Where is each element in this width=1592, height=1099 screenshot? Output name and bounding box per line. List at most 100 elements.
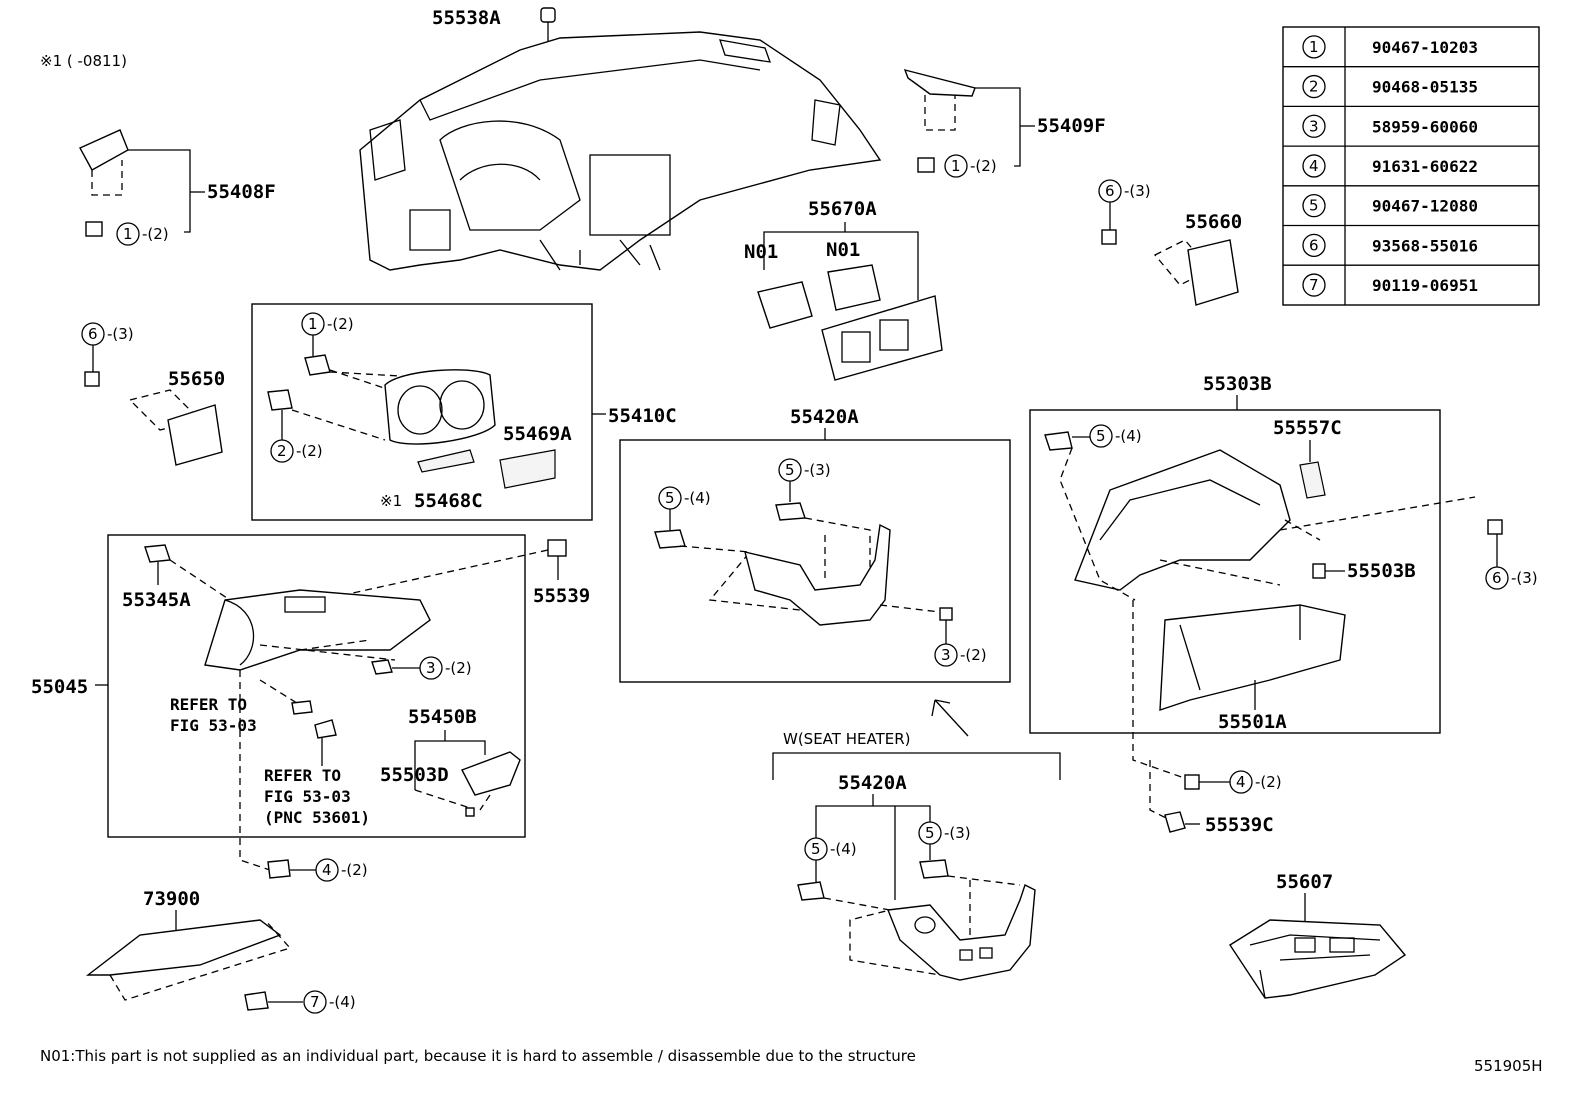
callout-55408F-qty: -(2)	[142, 225, 169, 243]
callout-55420A-c-qty: -(2)	[960, 646, 987, 664]
vent-N01-right	[827, 264, 881, 311]
callout-seat-b-qty: -(3)	[944, 824, 971, 842]
lower-panel-55045	[204, 589, 431, 671]
callout-55303B-b-qty: -(3)	[1511, 569, 1538, 587]
screw-55303B-right	[1487, 519, 1503, 535]
callout-55650-num: 6	[88, 325, 98, 343]
label-55650: 55650	[168, 368, 225, 390]
label-55607: 55607	[1276, 871, 1333, 893]
dashboard-illustration	[359, 31, 882, 271]
callout-55650-qty: -(3)	[107, 325, 134, 343]
parts-table-key: 1	[1309, 38, 1319, 56]
bracket-73900	[85, 919, 282, 976]
parts-table-key-circle	[1302, 273, 1326, 297]
parts-table-key: 4	[1309, 157, 1319, 175]
parts-table-key: 2	[1309, 78, 1319, 96]
label-55501A: 55501A	[1218, 711, 1287, 733]
callout-seat-a-num: 5	[811, 840, 821, 858]
callout-55420A-b-num: 5	[785, 461, 795, 479]
clip-seat-b	[919, 859, 949, 879]
screw-55660	[1101, 229, 1117, 245]
part-55450B	[461, 751, 521, 796]
clip-seat-a	[797, 881, 825, 901]
callout-55410C-2-qty: -(2)	[296, 442, 323, 460]
parts-table-key: 3	[1309, 117, 1319, 135]
part-55469A	[499, 449, 556, 489]
group-55420A	[619, 439, 1011, 683]
footer-note: N01:This part is not supplied as an indi…	[40, 1047, 916, 1065]
callout-55303B-a-num: 5	[1096, 427, 1106, 445]
refer-b-line2: FIG 53-03	[264, 787, 351, 806]
refer-b-line1: REFER TO	[264, 766, 341, 785]
lower-panel-55420A-seat-heater	[887, 884, 1036, 981]
callout-55410C-1-qty: -(2)	[327, 315, 354, 333]
callout-55410C-1-num: 1	[308, 315, 318, 333]
callout-4-right-qty: -(2)	[1255, 773, 1282, 791]
vent-55650	[167, 404, 223, 466]
label-55503D: 55503D	[380, 764, 449, 786]
callout-55409F-qty: -(2)	[970, 157, 997, 175]
group-55045	[107, 534, 526, 838]
label-55420A: 55420A	[790, 406, 859, 428]
parts-table-key: 6	[1309, 236, 1319, 254]
parts-table-part-number: 90119-06951	[1372, 276, 1478, 295]
clip-55420A-a	[654, 529, 686, 549]
parts-table-part-number: 58959-60060	[1372, 117, 1478, 136]
label-55503B: 55503B	[1347, 560, 1416, 582]
lower-panel-55420A	[744, 523, 891, 626]
callout-4-left-qty: -(2)	[341, 861, 368, 879]
parts-table-part-number: 90467-12080	[1372, 197, 1478, 216]
clip-55408F	[85, 221, 103, 237]
part-55409F-cap	[903, 68, 976, 97]
refer-b-line3: (PNC 53601)	[264, 808, 370, 827]
callout-73900-num: 7	[310, 993, 320, 1011]
clip-55420A-c	[939, 607, 953, 621]
seat-heater-label: W(SEAT HEATER)	[783, 730, 910, 748]
label-55538A: 55538A	[432, 7, 501, 29]
clip-55539	[547, 539, 567, 557]
screw-4-left	[267, 859, 291, 879]
callout-55660-num: 6	[1105, 182, 1115, 200]
callout-55420A-a-num: 5	[665, 489, 675, 507]
parts-table-part-number: 91631-60622	[1372, 157, 1478, 176]
label-55450B: 55450B	[408, 706, 477, 728]
parts-table-key: 5	[1309, 197, 1319, 215]
part-55408F-cap	[79, 129, 129, 171]
part-refer-a	[291, 700, 313, 715]
label-55539C: 55539C	[1205, 814, 1274, 836]
vent-bezel-55670A	[821, 295, 943, 381]
clip-55303B	[1044, 431, 1073, 451]
part-55607	[1229, 919, 1407, 999]
callout-73900-qty: -(4)	[329, 993, 356, 1011]
refer-a-line1: REFER TO	[170, 695, 247, 714]
label-73900: 73900	[143, 888, 200, 910]
callout-55409F-num: 1	[951, 157, 961, 175]
parts-table-key-circle	[1302, 233, 1326, 258]
label-55670A: 55670A	[808, 198, 877, 220]
callout-seat-b-num: 5	[925, 824, 935, 842]
refer-a-line2: FIG 53-03	[170, 716, 257, 735]
label-N01-left: N01	[744, 241, 778, 263]
label-N01-right: N01	[826, 239, 860, 261]
callout-55045-qty: -(2)	[445, 659, 472, 677]
callout-55303B-a-qty: -(4)	[1115, 427, 1142, 445]
parts-table-part-number: 93568-55016	[1372, 236, 1478, 255]
callout-4-left-num: 4	[322, 861, 332, 879]
clip-55539C	[1164, 811, 1186, 833]
vent-N01-left	[757, 281, 813, 329]
screw-55503B	[1312, 563, 1326, 579]
screw-55045	[371, 659, 393, 675]
callout-55408F-num: 1	[123, 225, 133, 243]
label-55468C: 55468C	[414, 490, 483, 512]
callout-55303B-b-num: 6	[1492, 569, 1502, 587]
label-55420A-seat-heater: 55420A	[838, 772, 907, 794]
parts-table-key-circle	[1302, 114, 1326, 138]
note-top: ※1 ( -0811)	[40, 52, 127, 70]
group-55410C	[251, 303, 593, 521]
parts-table-key-circle	[1302, 74, 1326, 99]
parts-table-key-circle	[1302, 193, 1326, 218]
callout-55045-num: 3	[426, 659, 436, 677]
callout-55660-qty: -(3)	[1124, 182, 1151, 200]
